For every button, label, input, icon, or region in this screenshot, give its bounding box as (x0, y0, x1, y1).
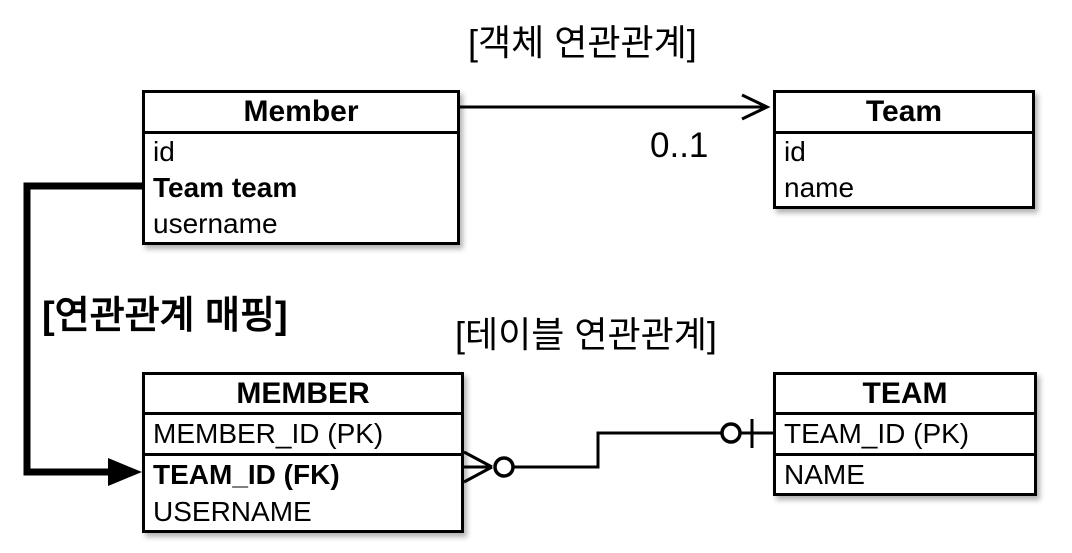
team-field-id: id (784, 136, 806, 167)
team-column-team-id: TEAM_ID (PK) (776, 415, 1034, 456)
member-field-team: Team team (153, 172, 298, 203)
member-table-box: MEMBER MEMBER_ID (PK) TEAM_ID (FK) USERN… (142, 372, 464, 533)
member-column-member-id: MEMBER_ID (PK) (145, 415, 461, 456)
member-field-id: id (153, 136, 175, 167)
team-table-box: TEAM TEAM_ID (PK) NAME (773, 372, 1037, 496)
mapping-title: [연관관계 매핑] (42, 295, 288, 337)
cardinality-label: 0..1 (650, 126, 709, 165)
object-relation-title: [객체 연관관계] (468, 22, 697, 63)
team-column-name: NAME (784, 459, 865, 490)
member-column-username: USERNAME (153, 496, 312, 527)
table-relation-connector-icon (463, 419, 773, 484)
team-class-box: Team id name (773, 90, 1035, 209)
team-field-name: name (784, 172, 855, 203)
member-table-columns: MEMBER_ID (PK) TEAM_ID (FK) USERNAME (145, 415, 461, 530)
member-table-title: MEMBER (145, 375, 461, 415)
mapping-arrow-icon (23, 182, 142, 486)
table-relation-title: [테이블 연관관계] (455, 314, 717, 355)
member-class-box: Member id Team team username (142, 90, 460, 245)
team-table-title: TEAM (776, 375, 1034, 415)
member-field-username: username (153, 208, 278, 239)
team-class-title: Team (776, 93, 1032, 134)
member-class-fields: id Team team username (145, 134, 457, 242)
member-column-team-id: TEAM_ID (FK) (153, 459, 340, 490)
team-class-fields: id name (776, 134, 1032, 206)
team-table-columns: TEAM_ID (PK) NAME (776, 415, 1034, 493)
object-association-arrow-icon (460, 93, 771, 121)
member-class-title: Member (145, 93, 457, 134)
